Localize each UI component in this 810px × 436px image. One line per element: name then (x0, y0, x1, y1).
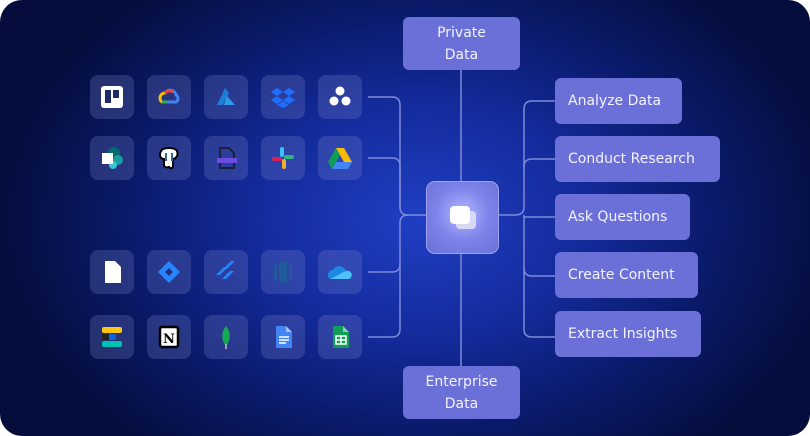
hub-node (426, 181, 499, 254)
copy-layers-icon (449, 205, 476, 229)
private-data-node: Private Data (403, 17, 520, 70)
action-label: Extract Insights (568, 326, 678, 342)
onedrive-icon (328, 266, 352, 279)
action-label: Analyze Data (568, 93, 662, 109)
action-create-content: Create Content (555, 252, 698, 298)
file-storage-icon (217, 147, 237, 169)
source-tile-jira-software (204, 250, 248, 294)
google-sheets-icon (333, 326, 349, 348)
elastic-icon (102, 327, 122, 347)
google-docs-icon (276, 326, 292, 348)
google-drive-icon (328, 148, 352, 169)
source-tile-jira (147, 250, 191, 294)
document-icon (105, 261, 121, 283)
private-data-label: Private Data (437, 24, 486, 63)
sharepoint-icon (102, 147, 123, 169)
enterprise-data-label: Enterprise Data (425, 373, 498, 412)
source-tile-notion: N (147, 315, 191, 359)
mongodb-icon (222, 326, 230, 349)
source-tile-elastic (90, 315, 134, 359)
source-tile-document (90, 250, 134, 294)
source-tile-google-cloud (147, 75, 191, 119)
action-ask-questions: Ask Questions (555, 194, 690, 240)
action-label: Ask Questions (568, 209, 668, 225)
source-tile-google-sheets (318, 315, 362, 359)
slack-icon (272, 147, 294, 169)
action-conduct-research: Conduct Research (555, 136, 720, 182)
postgresql-icon (159, 147, 179, 170)
source-tile-slack (261, 136, 305, 180)
notion-icon: N (158, 325, 180, 349)
source-tile-dropbox (261, 75, 305, 119)
jira-software-icon (216, 261, 235, 279)
dropbox-icon (271, 88, 295, 108)
enterprise-data-node: Enterprise Data (403, 366, 520, 419)
source-tile-mongodb (204, 315, 248, 359)
action-analyze-data: Analyze Data (555, 78, 682, 124)
action-label: Create Content (568, 267, 675, 283)
source-tile-trello (90, 75, 134, 119)
jira-icon (158, 261, 180, 283)
source-tile-postgresql (147, 136, 191, 180)
source-tile-azure (204, 75, 248, 119)
trello-icon (101, 86, 123, 108)
source-tile-sharepoint (90, 136, 134, 180)
source-tile-file-storage (204, 136, 248, 180)
azure-icon (217, 88, 235, 105)
svg-text:N: N (163, 332, 175, 347)
redshift-icon (274, 261, 292, 283)
action-extract-insights: Extract Insights (555, 311, 701, 357)
asana-icon (329, 86, 351, 106)
action-label: Conduct Research (568, 151, 695, 167)
source-tile-redshift (261, 250, 305, 294)
source-tile-asana (318, 75, 362, 119)
source-tile-google-docs (261, 315, 305, 359)
google-cloud-icon (158, 88, 180, 104)
source-tile-google-drive (318, 136, 362, 180)
source-tile-onedrive (318, 250, 362, 294)
